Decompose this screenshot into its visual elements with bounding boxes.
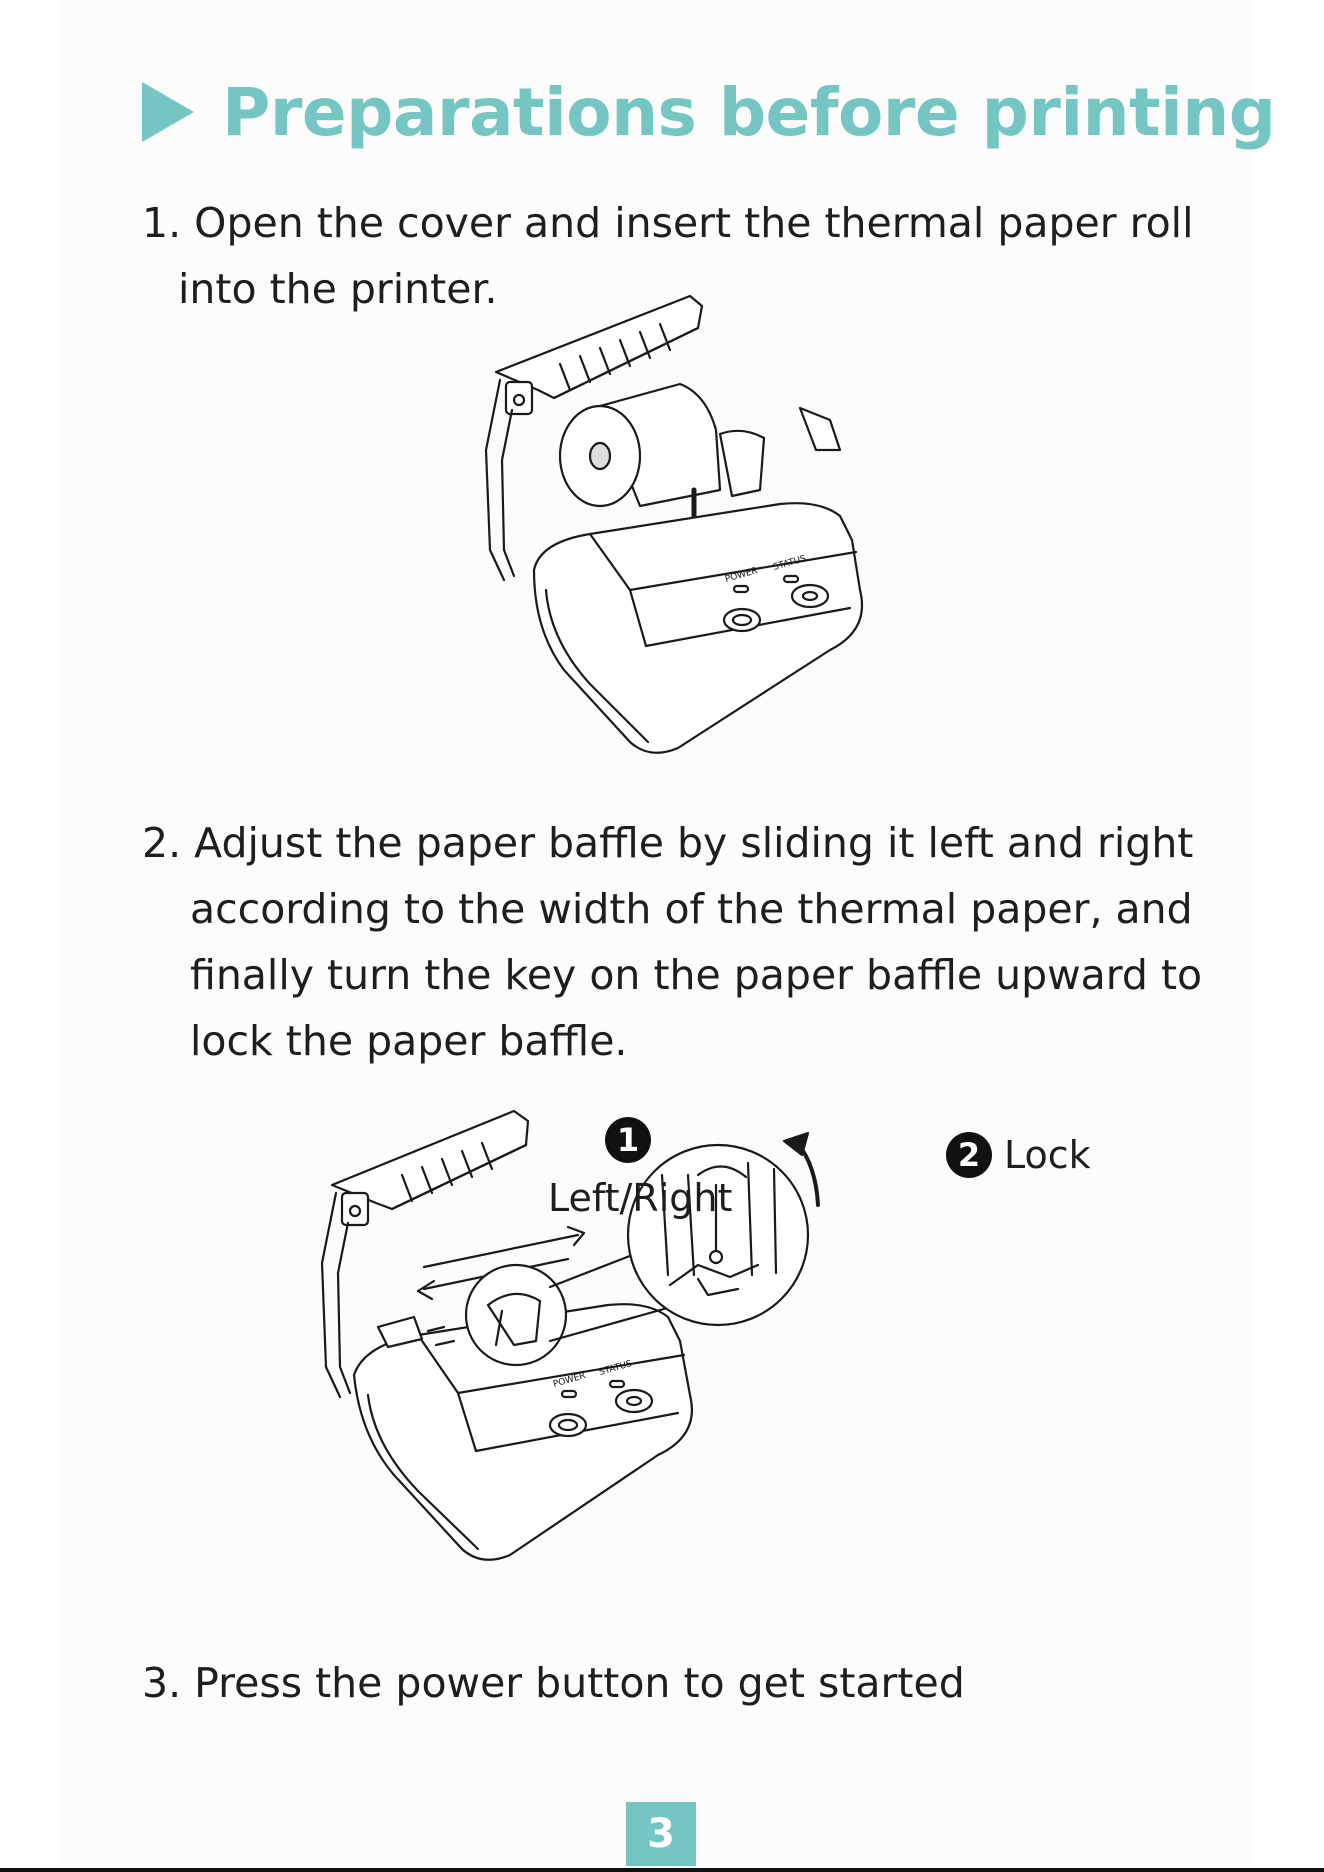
step-number: 3. <box>142 1659 182 1707</box>
step-2-line-2: according to the width of the thermal pa… <box>190 885 1193 933</box>
callout-2: 2 Lock <box>946 1132 1091 1178</box>
bottom-border <box>0 1868 1324 1872</box>
step-3: 3. Press the power button to get started <box>142 1650 965 1716</box>
triangle-arrow-icon <box>142 82 194 142</box>
step-2: 2. Adjust the paper baffle by sliding it… <box>142 810 1202 1074</box>
page-title: Preparations before printing <box>222 73 1276 151</box>
step-1: 1. Open the cover and insert the thermal… <box>142 190 1193 322</box>
callout-2-badge: 2 <box>946 1132 992 1178</box>
step-2-line-4: lock the paper baffle. <box>190 1017 628 1065</box>
callout-1-label: Left/Right <box>548 1176 733 1220</box>
step-number: 1. <box>142 199 182 247</box>
callout-1-badge: 1 <box>605 1117 651 1163</box>
step-2-line-1: Adjust the paper baffle by sliding it le… <box>194 819 1194 867</box>
printer-adjust-baffle-illustration: POWER STATUS <box>318 1105 1118 1615</box>
printer-insert-roll-illustration: POWER STATUS <box>480 290 960 760</box>
step-1-line-1: Open the cover and insert the thermal pa… <box>194 199 1194 247</box>
callout-2-label: Lock <box>1004 1133 1091 1177</box>
step-2-line-3: finally turn the key on the paper baffle… <box>190 951 1203 999</box>
page-number: 3 <box>626 1802 696 1866</box>
section-header: Preparations before printing <box>142 62 1276 162</box>
step-1-line-2: into the printer. <box>178 265 498 313</box>
step-3-line-1: Press the power button to get started <box>194 1659 965 1707</box>
step-number: 2. <box>142 819 182 867</box>
